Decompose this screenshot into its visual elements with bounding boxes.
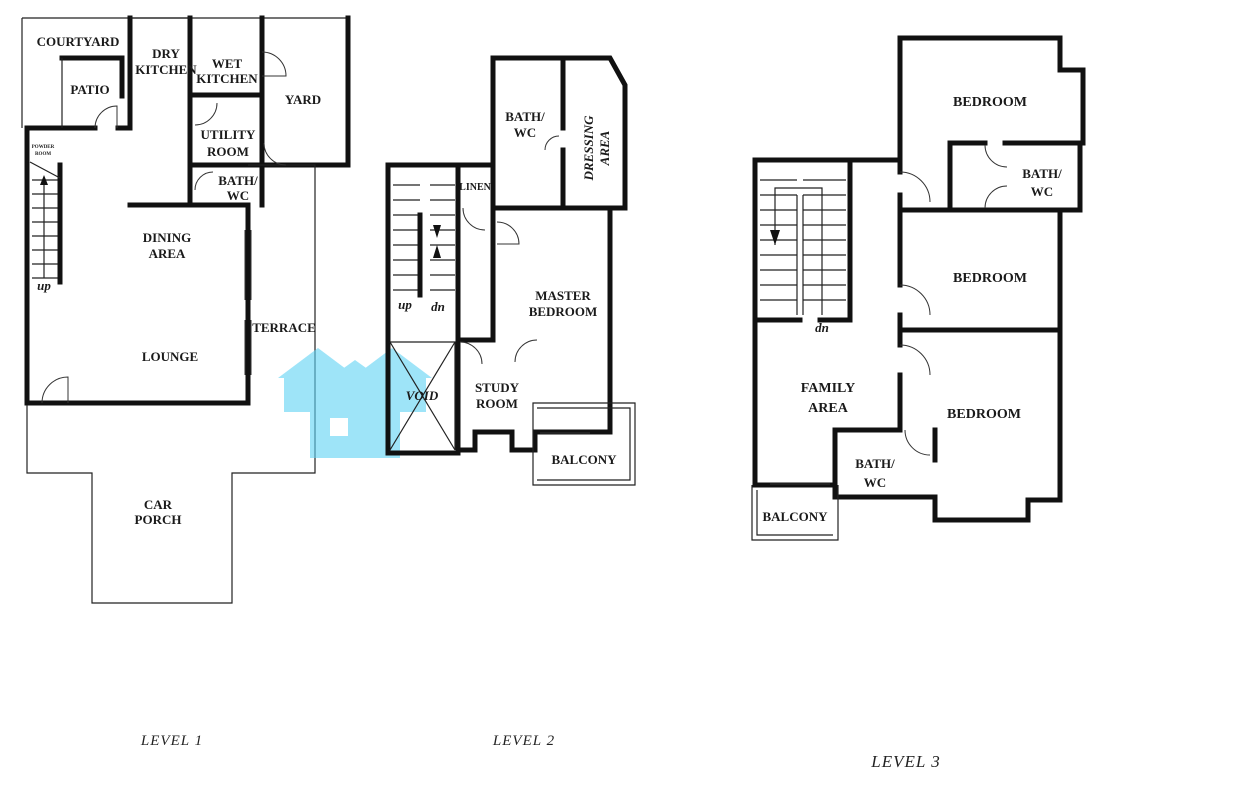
room-label-wet-kitchen: WET	[212, 56, 243, 71]
room-label-dry-kitchen: DRY	[152, 46, 180, 61]
level-2-inner-walls	[455, 55, 628, 453]
level-2-staircase	[393, 184, 455, 298]
level-1-walls	[24, 15, 251, 406]
room-label-study-2: ROOM	[476, 396, 518, 411]
room-label-terrace: TERRACE	[252, 320, 316, 335]
room-label-utility: UTILITY	[201, 127, 257, 142]
door-swings	[770, 144, 1008, 485]
room-label-dining: DINING	[143, 230, 191, 245]
level-2-walls	[385, 55, 628, 456]
balcony-outline	[751, 485, 839, 541]
stair-arrow-line	[774, 187, 823, 315]
level-3-walls	[752, 35, 1086, 523]
room-label-dining-2: AREA	[149, 246, 186, 261]
room-label-bath-a-2: WC	[1031, 184, 1053, 199]
level-1-inner-walls	[59, 15, 351, 208]
level-1-staircase	[29, 161, 63, 285]
void-cross	[389, 341, 456, 451]
room-label-bedroom-1: BEDROOM	[953, 95, 1027, 110]
balcony-outline	[532, 402, 636, 486]
arrow-down-icon	[770, 230, 780, 245]
room-label-family-area-2: AREA	[808, 401, 849, 416]
level-3-staircase	[760, 179, 846, 315]
room-label-balcony: BALCONY	[551, 452, 617, 467]
level-2-title: LEVEL 2	[492, 733, 555, 749]
room-label-powder: POWDER	[32, 145, 55, 150]
room-label-master-bedroom-2: BEDROOM	[529, 304, 598, 319]
room-label-bedroom-3: BEDROOM	[947, 407, 1021, 422]
room-label-balcony: BALCONY	[762, 509, 828, 524]
room-label-master-bedroom: MASTER	[535, 288, 591, 303]
stair-down-label: dn	[815, 320, 829, 335]
level-1-plan: COURTYARD PATIO DRY KITCHEN WET KITCHEN …	[21, 15, 351, 604]
room-label-bath-b: BATH/	[855, 456, 895, 471]
door-swings	[459, 135, 590, 434]
stair-treads	[760, 179, 846, 301]
arrow-icon	[433, 225, 441, 258]
stair-treads	[393, 184, 455, 291]
room-label-bath-b-2: WC	[864, 475, 886, 490]
room-label-courtyard: COURTYARD	[37, 34, 120, 49]
room-label-bath: BATH/	[218, 173, 258, 188]
stair-down-label: dn	[431, 299, 445, 314]
room-label-bath-2: WC	[514, 125, 536, 140]
room-label-family-area: FAMILY	[801, 381, 855, 396]
level-3-title: LEVEL 3	[870, 752, 941, 771]
sliding-doors	[244, 230, 252, 375]
room-label-dry-kitchen-2: KITCHEN	[135, 62, 197, 77]
level-3-inner-walls	[752, 140, 1083, 463]
room-label-bath-a: BATH/	[1022, 166, 1062, 181]
level-3-plan: BEDROOM BATH/ WC BEDROOM BEDROOM FAMILY …	[751, 35, 1086, 541]
room-label-car-porch: CAR	[144, 497, 173, 512]
arrow-up-icon	[40, 175, 48, 185]
room-label-lounge: LOUNGE	[142, 349, 198, 364]
room-label-car-porch-2: PORCH	[135, 512, 182, 527]
room-label-linen: LINEN	[459, 182, 491, 193]
room-label-yard: YARD	[285, 92, 321, 107]
room-label-utility-2: ROOM	[207, 144, 249, 159]
room-label-patio: PATIO	[70, 82, 109, 97]
door-swings	[41, 51, 287, 404]
stair-up-label: up	[398, 297, 412, 312]
level-2-plan: BATH/ WC DRESSING AREA LINEN MASTER BEDR…	[385, 55, 636, 486]
room-label-powder-2: ROOM	[35, 152, 51, 157]
room-label-study: STUDY	[475, 380, 520, 395]
stair-break-line	[29, 161, 61, 179]
room-label-bath-2: WC	[227, 188, 249, 203]
stair-up-label: up	[37, 278, 51, 293]
level-1-title: LEVEL 1	[140, 733, 203, 749]
room-label-dressing-area-2: AREA	[597, 130, 612, 166]
room-label-bedroom-2: BEDROOM	[953, 271, 1027, 286]
room-label-wet-kitchen-2: KITCHEN	[196, 71, 258, 86]
room-label-dressing-area: DRESSING	[581, 115, 596, 182]
room-label-void: VOID	[406, 388, 439, 403]
terrace-porch-outline	[26, 58, 316, 604]
room-label-bath: BATH/	[505, 109, 545, 124]
stair-treads	[32, 179, 60, 279]
house-watermark-icon	[278, 348, 432, 458]
